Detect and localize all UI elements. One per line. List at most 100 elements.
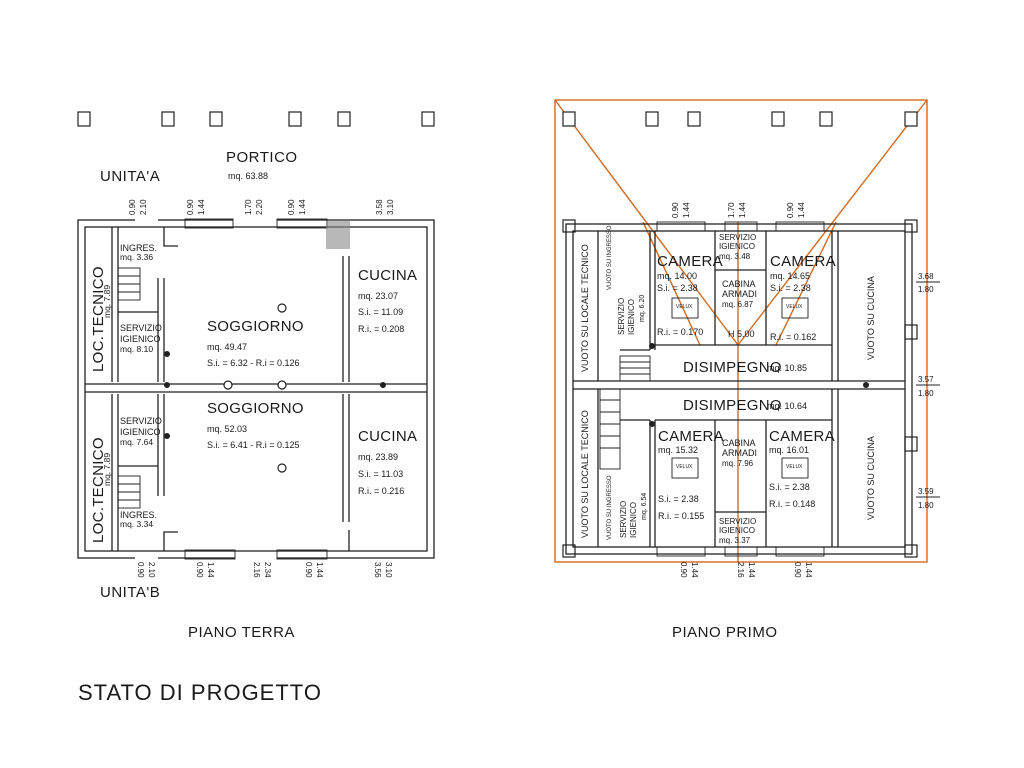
servizio-left-bottom-area: mq. 6.54 (641, 493, 648, 520)
dim-label: 0.90 (793, 562, 802, 578)
dim-label: 2.34 (263, 562, 272, 578)
disimpegno-bottom-label: DISIMPEGNO (683, 397, 782, 414)
dim-label: 1.44 (804, 562, 813, 578)
camera-tl-si: S.i. = 2.38 (657, 283, 698, 293)
camera-br-label: CAMERA (769, 428, 835, 445)
dim-label: 0.90 (195, 562, 204, 578)
portico-area: mq. 63.88 (228, 171, 268, 181)
dim-label: 3.10 (386, 199, 395, 215)
camera-br-si: S.i. = 2.38 (769, 482, 810, 492)
velux-label: VELUX (786, 304, 803, 310)
servizio-left-bottom-l1: SERVIZIO (619, 501, 628, 538)
dim-label: 0.90 (304, 562, 313, 578)
vuoto-ingresso-bottom-label: VUOTO SU INGRESSO (607, 475, 613, 540)
dim-label: 0.90 (671, 202, 680, 218)
unit-a-label: UNITA'A (100, 168, 160, 185)
cabina-top-l2: ARMADI (722, 289, 757, 299)
loc-tecnico-top-area: mq. 7.89 (102, 285, 112, 318)
servizio-left-top-l1: SERVIZIO (617, 298, 626, 335)
servizio-mid-bottom-l1: SERVIZIO (719, 517, 756, 526)
dim-label: 0.90 (136, 562, 145, 578)
ground-columns (164, 303, 386, 473)
unit-b-label: UNITA'B (100, 584, 160, 601)
servizio-mid-bottom-area: mq. 3.37 (719, 536, 751, 545)
camera-tr-si: S.i. = 2.38 (770, 283, 811, 293)
camera-bl-area: mq. 15.32 (658, 445, 698, 455)
vuoto-locale-bottom-label: VUOTO SU LOCALE TECNICO (580, 410, 590, 538)
dim-label: 1.44 (315, 562, 324, 578)
servizio-mid-top-l1: SERVIZIO (719, 233, 756, 242)
first-dims-top: 0.90 1.44 1.70 1.44 0.90 1.44 (671, 202, 806, 218)
camera-tl-label: CAMERA (657, 253, 723, 270)
ingres-top-label: INGRES. (120, 243, 157, 253)
loc-tecnico-bottom-area: mq. 7.89 (102, 453, 112, 486)
servizio-bottom-area: mq. 7.64 (120, 437, 153, 447)
cabina-bottom-area: mq. 7.96 (722, 459, 754, 468)
portico-pillars (77, 111, 435, 127)
roof-outline (554, 99, 928, 563)
disimpegno-top-label: DISIMPEGNO (683, 359, 782, 376)
velux-windows: VELUX VELUX VELUX VELUX (671, 297, 809, 479)
dim-label: 1.44 (682, 202, 691, 218)
dim-label: 1.44 (298, 199, 307, 215)
sheet-title: STATO DI PROGETTO (78, 680, 322, 705)
servizio-top-l1: SERVIZIO (120, 323, 162, 333)
vuoto-cucina-top-label: VUOTO SU CUCINA (866, 276, 876, 360)
camera-bl-si: S.i. = 2.38 (658, 494, 699, 504)
vuoto-ingresso-top-label: VUOTO SU INGRESSO (607, 225, 613, 290)
dim-label: 3.58 (375, 199, 384, 215)
cucina-top-area: mq. 23.07 (358, 291, 398, 301)
dim-label: 1.80 (918, 501, 934, 510)
ground-stairs (117, 267, 141, 509)
first-dims-right: 3.68 1.80 3.57 1.80 3.59 1.80 (916, 272, 940, 510)
dim-label: 3.68 (918, 272, 934, 281)
loc-tecnico-bottom-label: LOC.TECNICO (90, 437, 107, 543)
dim-label: 2.20 (255, 199, 264, 215)
servizio-left-top-area: mq. 6.20 (639, 295, 646, 322)
loc-tecnico-top-label: LOC.TECNICO (90, 266, 107, 372)
cucina-bottom-ri: R.i. = 0.216 (358, 486, 404, 496)
ingres-top-area: mq. 3.36 (120, 252, 153, 262)
height-label: H 5.00 (728, 329, 755, 339)
vuoto-locale-top-label: VUOTO SU LOCALE TECNICO (580, 244, 590, 372)
dim-label: 1.44 (690, 562, 699, 578)
velux-label: VELUX (676, 304, 693, 310)
cucina-bottom-si: S.i. = 11.03 (358, 469, 403, 479)
cucina-bottom-label: CUCINA (358, 428, 417, 445)
dim-label: 1.70 (244, 199, 253, 215)
first-floor-caption: PIANO PRIMO (672, 624, 778, 641)
camera-br-ri: R.i. = 0.148 (769, 499, 815, 509)
cucina-bottom-area: mq. 23.89 (358, 452, 398, 462)
ground-floor-caption: PIANO TERRA (188, 624, 295, 641)
velux-label: VELUX (786, 464, 803, 470)
first-dims-bottom: 0.90 1.44 2.16 1.44 0.90 1.44 (679, 562, 813, 578)
servizio-bottom-l1: SERVIZIO (120, 416, 162, 426)
soggiorno-top-ratio: S.i. = 6.32 - R.i = 0.126 (207, 358, 300, 368)
dim-label: 2.10 (139, 199, 148, 215)
cabina-bottom-l1: CABINA (722, 438, 756, 448)
dim-label: 0.90 (786, 202, 795, 218)
dim-label: 0.90 (679, 562, 688, 578)
dim-label: 2.10 (147, 562, 156, 578)
cabina-top-l1: CABINA (722, 279, 756, 289)
cabina-top-area: mq. 6.87 (722, 300, 754, 309)
dim-label: 1.44 (797, 202, 806, 218)
cucina-top-ri: R.i. = 0.208 (358, 324, 404, 334)
dim-label: 3.10 (384, 562, 393, 578)
cucina-top-label: CUCINA (358, 267, 417, 284)
soggiorno-bottom-area: mq. 52.03 (207, 424, 247, 434)
camera-tl-area: mq. 14.00 (657, 271, 697, 281)
dim-label: 0.90 (287, 199, 296, 215)
dim-label: 1.80 (918, 285, 934, 294)
ground-dims-top: 0.90 2.10 0.90 1.44 1.70 2.20 0.90 1.44 … (128, 199, 395, 215)
first-pillars (562, 111, 918, 558)
vuoto-cucina-bottom-label: VUOTO SU CUCINA (866, 436, 876, 520)
dim-label: 2.16 (252, 562, 261, 578)
servizio-mid-bottom-l2: IGIENICO (719, 526, 755, 535)
servizio-left-bottom-l2: IGIENICO (629, 502, 638, 538)
disimpegno-bottom-area: mq. 10.64 (767, 401, 807, 411)
ground-interior-walls (85, 227, 427, 551)
camera-bl-ri: R.i. = 0.155 (658, 511, 704, 521)
dim-label: 3.59 (918, 487, 934, 496)
